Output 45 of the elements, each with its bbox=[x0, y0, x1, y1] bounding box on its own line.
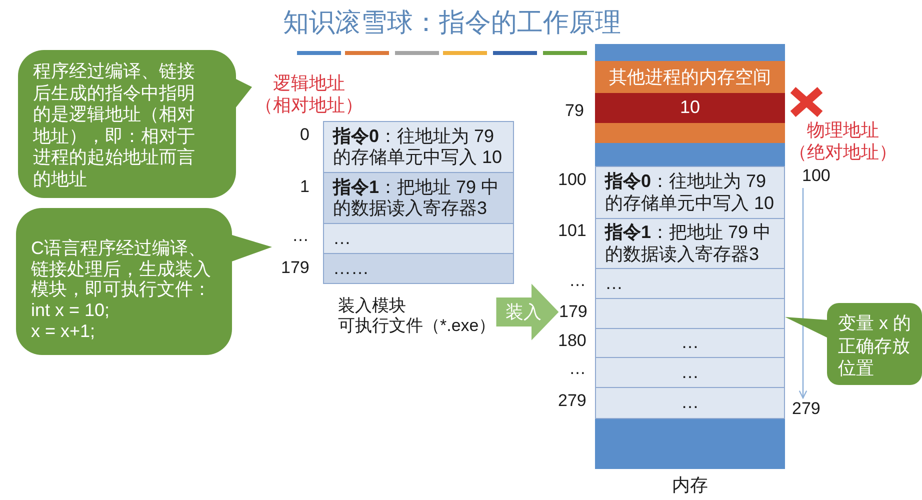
diagram-title: 知识滚雪球：指令的工作原理 bbox=[283, 6, 621, 38]
module-cell: …… bbox=[323, 253, 514, 284]
callout-text: int x = 10; bbox=[31, 300, 110, 320]
memory-label: 内存 bbox=[672, 474, 708, 496]
memory-cell: … bbox=[595, 387, 785, 419]
callout-bubble bbox=[18, 50, 252, 198]
address-label: 279 bbox=[558, 391, 586, 411]
callout-pointer bbox=[785, 317, 828, 338]
callout-bubble bbox=[16, 208, 272, 355]
module-cell: 指令0：往地址为 79 的存储单元中写入 10 bbox=[323, 121, 514, 173]
address-label: 0 bbox=[300, 125, 310, 145]
address-type-label: 逻辑地址（相对地址） bbox=[254, 72, 364, 116]
memory-cell: … bbox=[595, 268, 785, 299]
address-label: … bbox=[569, 359, 586, 379]
module-cell: 指令1：把地址 79 中的数据读入寄存器3 bbox=[323, 172, 514, 224]
memory-cell: 指令1：把地址 79 中的数据读入寄存器3 bbox=[595, 218, 785, 269]
address-label: 100 bbox=[558, 170, 586, 190]
address-label: 100 bbox=[802, 166, 830, 186]
memory-cell: … bbox=[595, 357, 785, 388]
address-label: … bbox=[569, 271, 586, 291]
memory-cell: 指令0：往地址为 79 的存储单元中写入 10 bbox=[595, 166, 785, 219]
memory-band bbox=[595, 61, 785, 143]
address-type-label: 物理地址（绝对地址） bbox=[788, 119, 898, 163]
callout-text: 程序经过编译、链接后生成的指令中指明的是逻辑地址（相对地址），即：相对于进程的起始地址而言的地址 bbox=[33, 61, 196, 191]
memory-cell: 10 bbox=[595, 93, 785, 123]
band-label: 其他进程的内存空间 bbox=[609, 66, 771, 89]
address-label: 79 bbox=[565, 101, 584, 121]
memory-cell: … bbox=[595, 328, 785, 358]
memory-cell bbox=[595, 298, 785, 329]
callout-text: 变量 x 的正确存放位置 bbox=[838, 312, 912, 380]
module-cell: … bbox=[323, 223, 514, 254]
address-label: 1 bbox=[300, 177, 310, 197]
address-label: … bbox=[292, 226, 309, 246]
memory-column bbox=[595, 44, 785, 469]
address-label: 279 bbox=[792, 399, 820, 419]
address-label: 179 bbox=[559, 302, 588, 322]
address-label: 179 bbox=[281, 258, 310, 278]
callout-bubble bbox=[827, 303, 922, 385]
edge-label: 装入 bbox=[503, 301, 544, 323]
module-caption: 可执行文件（*.exe） bbox=[338, 316, 496, 336]
module-caption: 装入模块 bbox=[338, 296, 406, 316]
address-label: 180 bbox=[558, 331, 586, 351]
address-label: 101 bbox=[558, 221, 586, 241]
arrow bbox=[798, 188, 808, 399]
callout-text: x = x+1; bbox=[31, 321, 96, 342]
